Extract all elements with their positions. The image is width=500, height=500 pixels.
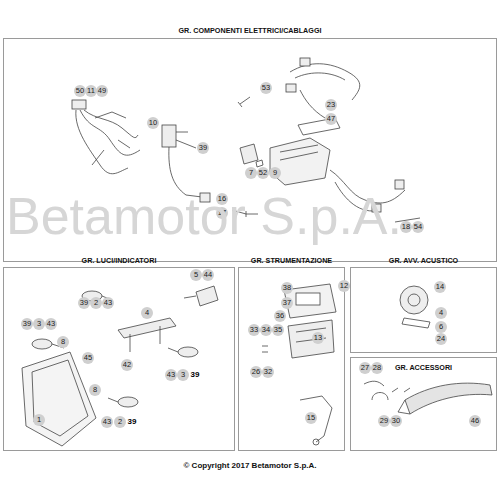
group-panel: GR. AVV. ACUSTICO xyxy=(350,267,497,353)
callout-number: 35 xyxy=(272,324,284,336)
callout-number: 33 xyxy=(248,324,260,336)
group-panel: GR. STRUMENTAZIONE xyxy=(238,267,345,451)
callout-number: 2 xyxy=(114,416,126,428)
callout-number: 29 xyxy=(378,415,390,427)
callout-number: 39 xyxy=(189,369,201,381)
callout-number: 23 xyxy=(325,99,337,111)
callout-number: 8 xyxy=(57,336,69,348)
callout-number: 54 xyxy=(412,221,424,233)
callout-number: 46 xyxy=(469,415,481,427)
callout-number: 9 xyxy=(269,167,281,179)
group-heading: GR. STRUMENTAZIONE xyxy=(239,256,344,265)
callout-number: 28 xyxy=(371,362,383,374)
copyright-caption: © Copyright 2017 Betamotor S.p.A. xyxy=(0,461,500,470)
callout-number: 1 xyxy=(33,414,45,426)
callout-number: 6 xyxy=(435,321,447,333)
callout-number: 13 xyxy=(312,332,324,344)
callout-number: 37 xyxy=(281,297,293,309)
callout-number: 38 xyxy=(281,282,293,294)
callout-number: 34 xyxy=(260,324,272,336)
callout-number: 30 xyxy=(390,415,402,427)
callout-number: 52 xyxy=(257,167,269,179)
callout-number: 12 xyxy=(338,280,350,292)
callout-number: 14 xyxy=(434,281,446,293)
callout-number: 39 xyxy=(126,416,138,428)
callout-number: 32 xyxy=(262,366,274,378)
callout-number: 49 xyxy=(96,85,108,97)
group-heading: GR. AVV. ACUSTICO xyxy=(351,256,496,265)
callout-number: 5 xyxy=(190,269,202,281)
callout-number: 3 xyxy=(33,318,45,330)
callout-number: 27 xyxy=(359,362,371,374)
callout-number: 26 xyxy=(250,366,262,378)
callout-number: 42 xyxy=(121,359,133,371)
callout-number: 10 xyxy=(147,117,159,129)
group-heading: GR. COMPONENTI ELETTRICI/CABLAGGI xyxy=(4,26,496,35)
callout-number: 43 xyxy=(45,318,57,330)
callout-number: 3 xyxy=(177,369,189,381)
callout-number: 45 xyxy=(82,352,94,364)
callout-number: 39 xyxy=(21,318,33,330)
callout-number: 36 xyxy=(274,310,286,322)
callout-number: 8 xyxy=(89,384,101,396)
callout-number: 39 xyxy=(197,142,209,154)
callout-number: 24 xyxy=(435,333,447,345)
callout-number: 15 xyxy=(305,412,317,424)
callout-number: 4 xyxy=(141,307,153,319)
callout-number: 43 xyxy=(102,297,114,309)
callout-number: 7 xyxy=(245,167,257,179)
callout-number: 47 xyxy=(325,113,337,125)
callout-number: 43 xyxy=(165,369,177,381)
callout-number: 53 xyxy=(260,82,272,94)
watermark: Betamotor S.p.A. xyxy=(6,190,402,242)
callout-number: 44 xyxy=(202,269,214,281)
callout-number: 4 xyxy=(435,307,447,319)
callout-number: 2 xyxy=(90,297,102,309)
group-heading: GR. LUCI/INDICATORI xyxy=(4,256,234,265)
callout-number: 43 xyxy=(101,416,113,428)
callout-number: 39 xyxy=(78,297,90,309)
